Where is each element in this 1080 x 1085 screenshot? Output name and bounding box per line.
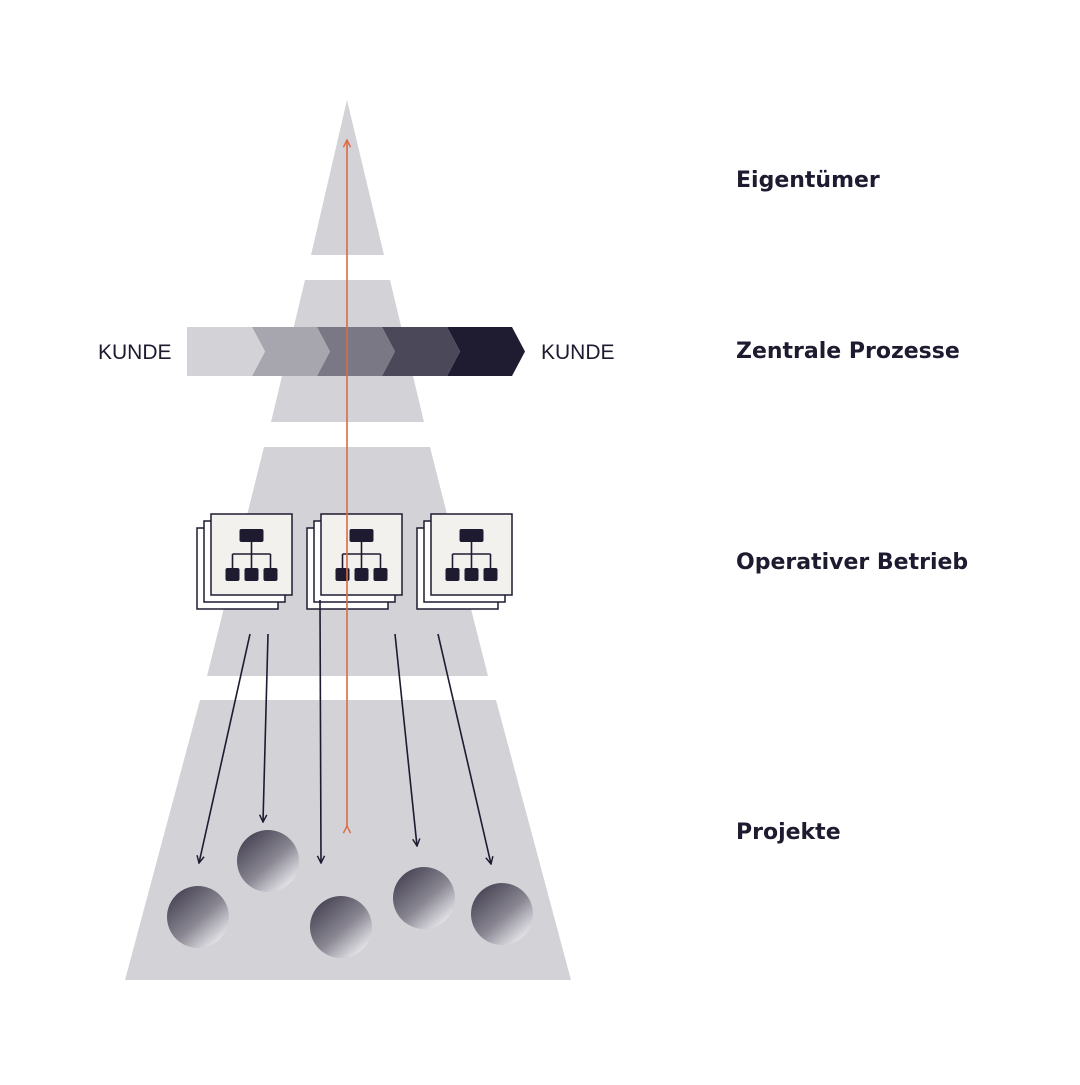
project-spheres xyxy=(167,830,533,958)
process-chain xyxy=(187,327,525,376)
arrow-to-project-5 xyxy=(437,633,491,864)
process-chain-left-label: KUNDE xyxy=(98,341,172,364)
tier-projects xyxy=(125,700,571,980)
level-label-core-processes: Zentrale Prozesse xyxy=(736,339,960,364)
process-step-4 xyxy=(382,327,460,376)
arrow-to-project-2 xyxy=(263,633,269,822)
project-sphere-4 xyxy=(393,867,455,929)
arrow-to-project-3 xyxy=(320,599,321,863)
level-label-owners: Eigentümer xyxy=(736,168,880,193)
org-chart-icon xyxy=(225,529,278,581)
arrow-to-project-1 xyxy=(199,633,251,863)
org-chart-card-3 xyxy=(416,513,513,610)
process-chain-right-label: KUNDE xyxy=(541,341,615,364)
org-chart-card-2 xyxy=(306,513,403,610)
process-step-3 xyxy=(317,327,395,376)
project-sphere-1 xyxy=(167,886,229,948)
project-sphere-5 xyxy=(471,883,533,945)
process-step-2 xyxy=(252,327,330,376)
level-label-operations: Operativer Betrieb xyxy=(736,550,969,575)
project-sphere-3 xyxy=(310,896,372,958)
level-label-projects: Projekte xyxy=(736,820,841,845)
process-step-5 xyxy=(447,327,525,376)
org-chart-icon xyxy=(445,529,498,581)
org-chart-card-1 xyxy=(196,513,293,610)
org-chart-cards xyxy=(196,513,513,610)
project-sphere-2 xyxy=(237,830,299,892)
process-step-1 xyxy=(187,327,265,376)
delegation-arrows xyxy=(199,599,491,864)
arrow-to-project-4 xyxy=(394,633,417,846)
